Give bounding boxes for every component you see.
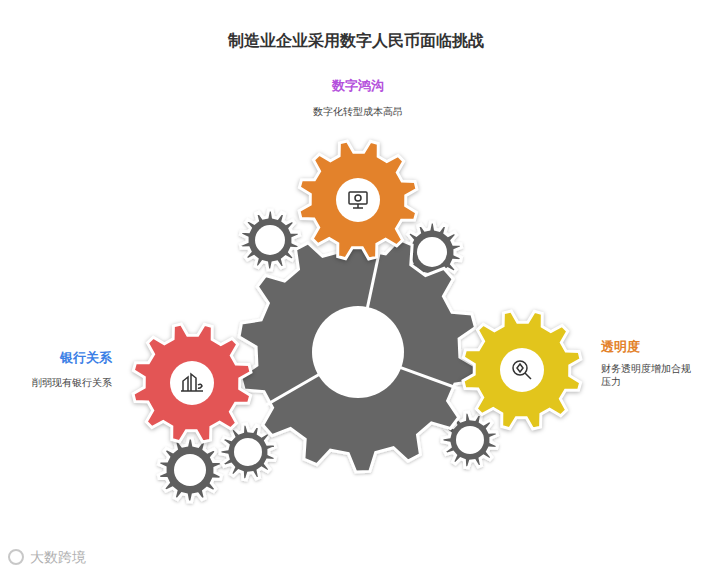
search-icon	[513, 361, 531, 379]
challenge-heading: 透明度	[601, 339, 701, 355]
challenge-heading: 数字鸿沟	[258, 78, 458, 94]
gear-shape	[458, 306, 586, 434]
small-gear	[240, 210, 299, 270]
challenge-gear: 数字鸿沟数字化转型成本高昂	[294, 136, 422, 264]
central-gear	[239, 232, 477, 472]
gear-hole	[312, 306, 404, 398]
icon-disc	[170, 361, 214, 405]
gear-hole	[255, 225, 285, 255]
challenge-description: 数字化转型成本高昂	[258, 105, 458, 118]
watermark: 大数跨境	[30, 549, 86, 567]
build-icon	[181, 374, 203, 391]
gear-body	[463, 311, 581, 429]
gear-hole	[417, 237, 447, 267]
challenge-heading: 银行关系	[0, 350, 112, 366]
small-gear	[158, 438, 221, 502]
challenge-gear: 透明度财务透明度增加合规压力	[458, 306, 586, 434]
watermark-logo	[9, 550, 23, 564]
gear-body	[299, 141, 417, 259]
gear-shape	[128, 319, 256, 447]
icon-disc	[500, 348, 544, 392]
gear-hole	[174, 454, 206, 486]
gear-shape	[294, 136, 422, 264]
icon-disc	[336, 178, 380, 222]
monitor-icon	[349, 192, 367, 208]
challenge-description: 财务透明度增加合规压力	[601, 362, 697, 388]
gear-hole	[456, 426, 484, 454]
gear-body	[133, 324, 251, 442]
challenge-gear: 银行关系削弱现有银行关系	[128, 319, 256, 447]
gear-hole	[234, 438, 262, 466]
diagram-title: 制造业企业采用数字人民币面临挑战	[0, 31, 711, 52]
challenge-description: 削弱现有银行关系	[0, 376, 112, 389]
gear-split	[252, 374, 320, 413]
